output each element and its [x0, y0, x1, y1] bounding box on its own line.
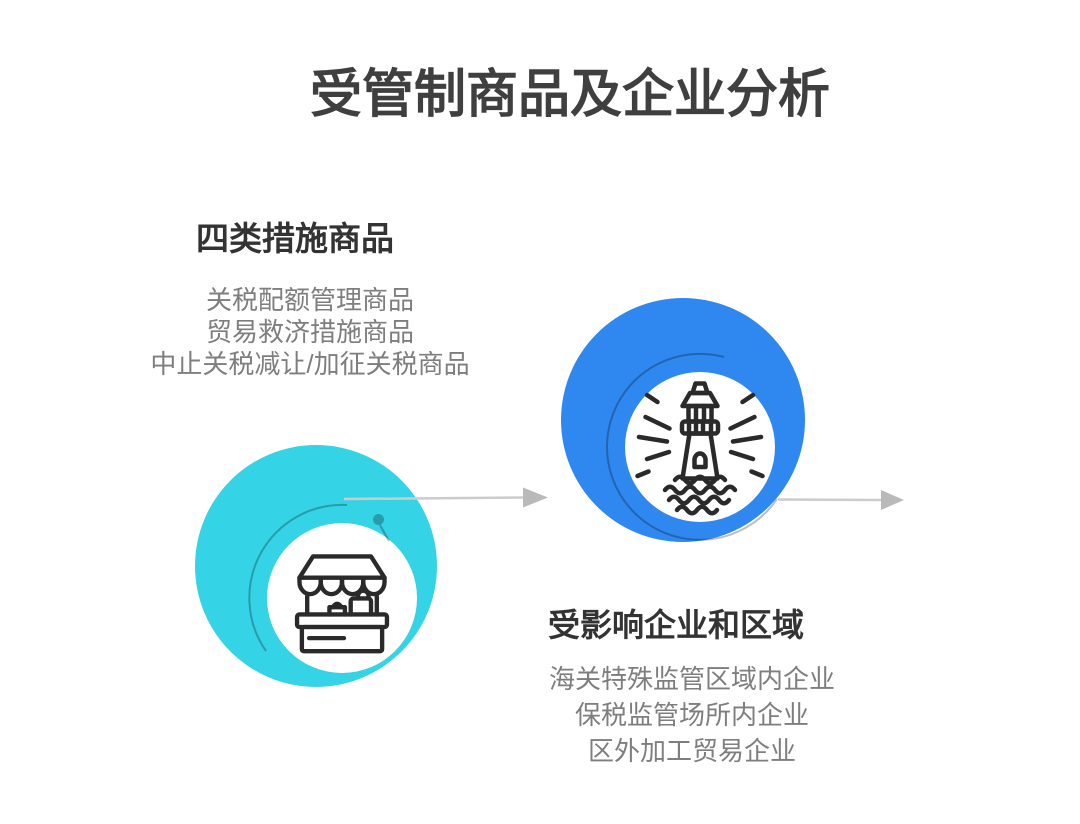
arrow-head-2-icon [881, 490, 904, 510]
measures-heading: 四类措施商品 [196, 220, 394, 257]
list-item: 保税监管场所内企业 [574, 700, 809, 730]
lighthouse-icon [635, 381, 765, 516]
page-title: 受管制商品及企业分析 [309, 66, 831, 124]
market-stall-icon [294, 554, 390, 654]
affected-icon-badge [625, 372, 775, 522]
list-item: 海关特殊监管区域内企业 [548, 664, 835, 694]
list-item: 贸易救济措施商品 [205, 317, 414, 347]
arrow-head-1-icon [523, 487, 548, 508]
measures-icon-badge [267, 523, 417, 673]
affected-heading: 受影响企业和区域 [548, 607, 805, 643]
affected-item-list: 海关特殊监管区域内企业 保税监管场所内企业 区外加工贸易企业 [492, 661, 892, 769]
list-item: 关税配额管理商品 [205, 285, 414, 315]
list-item: 中止关税减让/加征关税商品 [150, 349, 470, 379]
measures-item-list: 关税配额管理商品 贸易救济措施商品 中止关税减让/加征关税商品 [110, 284, 510, 380]
arrow-line-2 [777, 498, 882, 502]
list-item: 区外加工贸易企业 [587, 736, 796, 766]
